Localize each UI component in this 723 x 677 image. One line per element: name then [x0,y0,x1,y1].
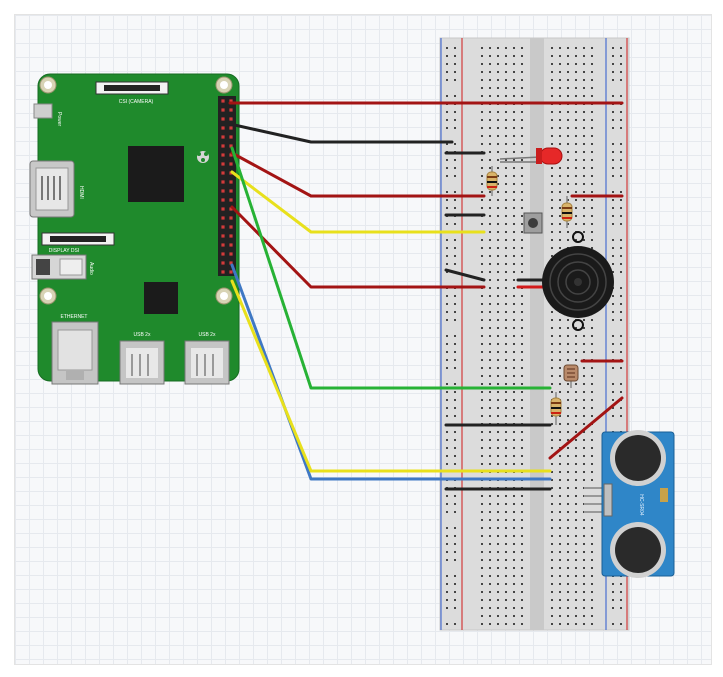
wire-yellow-button [230,170,486,234]
wires [228,101,624,491]
jumper-red-3 [548,396,624,460]
wire-black-ground [228,122,454,144]
audio-label: Audio [88,262,94,275]
mounting-holes [39,76,233,305]
wire-red-led [230,151,486,198]
raspberry-pi-board: CSI (CAMERA) Power HDMI DISPLAY DSI Audi… [29,73,240,385]
camera-connector-label: CSI (CAMERA) [119,99,154,105]
photoresistor [563,364,579,388]
ethernet-label: ETHERNET [61,314,88,320]
ultrasonic-sensor: HC-SR04 [584,430,675,578]
raspberry-logo-icon [197,151,209,163]
buzzer [542,231,614,331]
resistor-sensor [550,392,562,425]
resistor-button [561,196,573,228]
usb-right-label: USB 2x [199,332,216,338]
power-label: Power [56,112,62,127]
led [499,147,563,165]
breadboard [439,37,630,631]
gpio-header [221,99,233,274]
usb-left-label: USB 2x [134,332,151,338]
jumper-black-3 [444,268,486,282]
push-button [523,212,543,234]
wire-yellow-trigger [230,279,552,473]
wire-green-sensor [230,146,552,390]
wire-red-buzzer [230,205,486,289]
ultrasonic-label: HC-SR04 [638,494,644,516]
display-connector-label: DISPLAY DSI [49,248,79,254]
hdmi-label: HDMI [78,186,84,199]
wire-blue-echo [230,263,552,481]
resistor-led [486,166,498,196]
